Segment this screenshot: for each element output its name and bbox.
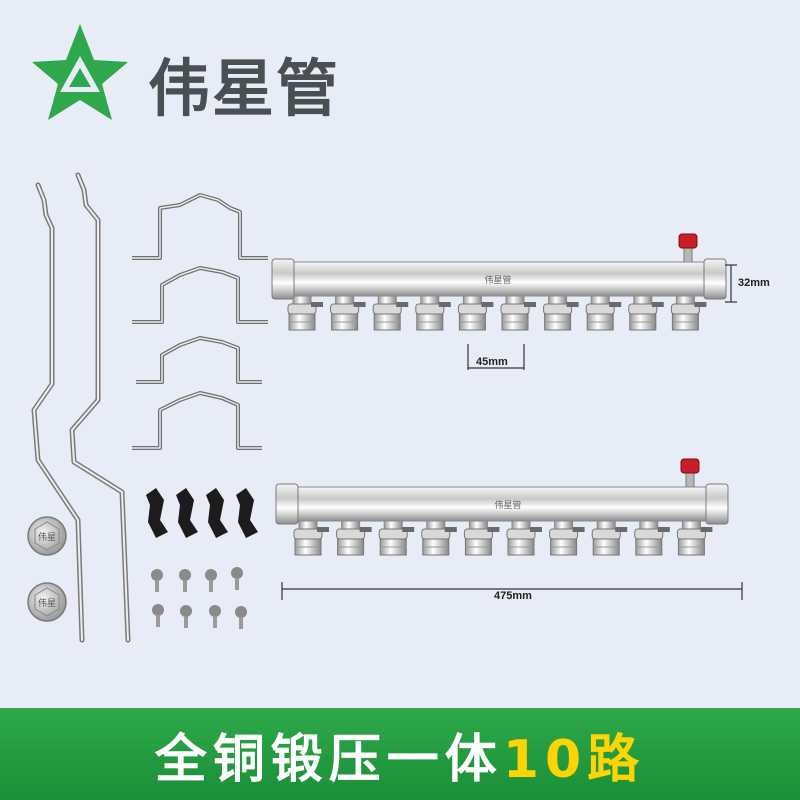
brand-name: 伟星管 <box>148 52 341 125</box>
pipe-end-collar <box>703 258 727 300</box>
screw <box>231 567 243 590</box>
manifold-bottom: 伟星管 <box>275 458 729 556</box>
u-bracket <box>136 336 262 384</box>
u-bracket <box>132 391 262 450</box>
pipe-end-collar <box>271 258 295 300</box>
manifold-brand-label: 伟星管 <box>494 499 521 511</box>
rubber-clip <box>176 488 198 538</box>
outlet <box>415 293 451 331</box>
mounting-rod <box>31 182 85 643</box>
outlet <box>591 518 628 556</box>
manifold-top: 伟星管 <box>271 233 727 331</box>
banner-highlight: 10路 <box>502 729 646 790</box>
outlet <box>378 518 415 556</box>
cap-stamp-text: 伟星 <box>38 597 56 609</box>
banner-text: 全铜锻压一体 <box>154 729 503 790</box>
end-cap: 伟星 <box>27 582 67 622</box>
manifold-brand-label: 伟星管 <box>484 274 511 286</box>
star-logo-icon <box>32 24 128 120</box>
mounting-rods <box>31 172 131 643</box>
rubber-clip <box>236 488 258 538</box>
dimension-lines <box>281 264 743 600</box>
outlet <box>463 518 500 556</box>
outlet <box>372 293 409 331</box>
outlet <box>293 518 329 556</box>
end-caps: 伟星 伟星 <box>27 516 67 622</box>
pipe-end-collar <box>705 483 729 525</box>
outlet <box>676 518 713 556</box>
screw <box>209 605 221 628</box>
rubber-clips <box>146 488 258 538</box>
rubber-clip <box>146 488 168 538</box>
rubber-clip <box>206 488 228 538</box>
outlet <box>336 518 372 556</box>
u-bracket <box>132 193 268 260</box>
outlet <box>628 293 664 331</box>
screws <box>151 567 247 629</box>
u-brackets <box>132 193 268 450</box>
screw <box>151 569 163 592</box>
air-vent-valve <box>680 458 700 490</box>
screw <box>152 604 164 627</box>
cap-stamp-text: 伟星 <box>38 531 56 543</box>
spacing-label: 45mm <box>476 356 508 368</box>
outlet <box>287 293 323 331</box>
product-scene: 伟星 伟星 伟星管 伟星管 <box>27 172 743 643</box>
brand-logo: 伟星管 <box>30 22 390 125</box>
outlet <box>670 293 707 331</box>
u-bracket <box>132 266 268 324</box>
outlet <box>457 293 494 331</box>
screw <box>205 569 217 592</box>
length-label: 475mm <box>494 590 532 602</box>
outlet <box>549 518 585 556</box>
outlet <box>506 518 542 556</box>
outlet <box>543 293 579 331</box>
air-vent-valve <box>678 233 698 265</box>
screw <box>179 569 191 592</box>
end-cap: 伟星 <box>27 516 67 556</box>
screw <box>180 605 192 628</box>
outlet <box>634 518 670 556</box>
pipe-end-collar <box>275 483 299 525</box>
outlet <box>585 293 622 331</box>
outlet <box>500 293 536 331</box>
screw <box>235 606 247 629</box>
outlet <box>330 293 366 331</box>
outlet <box>421 518 457 556</box>
diameter-label: 32mm <box>738 277 770 289</box>
